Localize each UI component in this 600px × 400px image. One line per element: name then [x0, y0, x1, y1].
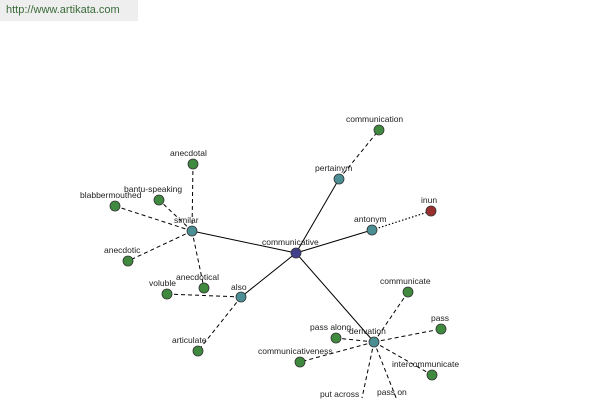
node-antonym[interactable]	[366, 224, 378, 236]
label-inun: inun	[421, 195, 437, 205]
node-communicativeness[interactable]	[294, 356, 306, 368]
node-pass[interactable]	[435, 323, 447, 335]
edge-center-antonym	[295, 229, 373, 254]
node-blabbermouthed[interactable]	[109, 200, 121, 212]
label-voluble: voluble	[149, 278, 176, 288]
label-pass: pass	[431, 313, 449, 323]
node-articulate[interactable]	[192, 345, 204, 357]
edge-center-also	[240, 252, 297, 298]
node-voluble[interactable]	[161, 288, 173, 300]
label-pertainym: pertainym	[315, 163, 352, 173]
label-anecdotical: anecdotical	[176, 272, 219, 282]
edge-derivation-communicativeness	[299, 341, 375, 363]
node-anecdotic[interactable]	[122, 255, 134, 267]
edge-derivation-communicate	[373, 291, 409, 343]
url-bar: http://www.artikata.com	[0, 0, 138, 21]
edge-center-derivation	[295, 252, 375, 343]
edge-center-pertainym	[295, 178, 340, 254]
node-pertainym[interactable]	[333, 173, 345, 185]
label-communicate: communicate	[380, 276, 431, 286]
edge-also-articulate	[197, 296, 242, 352]
label-communicative: communicative	[262, 237, 319, 247]
edge-similar-bantu-speaking	[158, 199, 193, 232]
label-similar: similar	[174, 215, 199, 225]
node-communicate[interactable]	[402, 286, 414, 298]
node-anecdotical[interactable]	[198, 282, 210, 294]
node-communication[interactable]	[373, 124, 385, 136]
edge-also-voluble	[166, 293, 242, 298]
edge-similar-anecdotical	[191, 230, 205, 289]
label-articulate: articulate	[172, 335, 207, 345]
edge-center-similar	[191, 230, 297, 254]
label-put-across: put across	[320, 389, 359, 399]
edge-derivation-pass-on	[373, 341, 398, 400]
site-url-link[interactable]: http://www.artikata.com	[6, 4, 120, 16]
node-intercommunicate[interactable]	[426, 369, 438, 381]
node-bantu-speaking[interactable]	[153, 194, 165, 206]
label-antonym: antonym	[354, 214, 387, 224]
label-blabbermouthed: blabbermouthed	[80, 190, 142, 200]
edge-derivation-pass	[373, 328, 442, 343]
node-pass-along[interactable]	[330, 332, 342, 344]
label-bantu-speaking: bantu-speaking	[124, 184, 182, 194]
label-derivation: derivation	[349, 326, 386, 336]
label-anecdotal: anecdotal	[170, 148, 207, 158]
edge-derivation-put-across	[361, 341, 375, 399]
label-communicativeness: communicativeness	[258, 346, 333, 356]
node-derivation[interactable]	[368, 336, 380, 348]
label-anecdotic: anecdotic	[104, 245, 141, 255]
edge-pertainym-communication	[338, 129, 380, 180]
label-intercommunicate: intercommunicate	[392, 359, 459, 369]
node-also[interactable]	[235, 291, 247, 303]
label-communication: communication	[346, 114, 403, 124]
edge-similar-anecdotic	[127, 230, 193, 262]
label-pass-on: pass on	[377, 387, 407, 397]
node-similar[interactable]	[186, 225, 198, 237]
node-communicative[interactable]	[290, 247, 302, 259]
node-inun[interactable]	[425, 205, 437, 217]
node-anecdotal[interactable]	[187, 158, 199, 170]
label-pass-along: pass along	[310, 322, 351, 332]
edge-derivation-pass-along	[335, 337, 375, 343]
label-also: also	[231, 282, 247, 292]
